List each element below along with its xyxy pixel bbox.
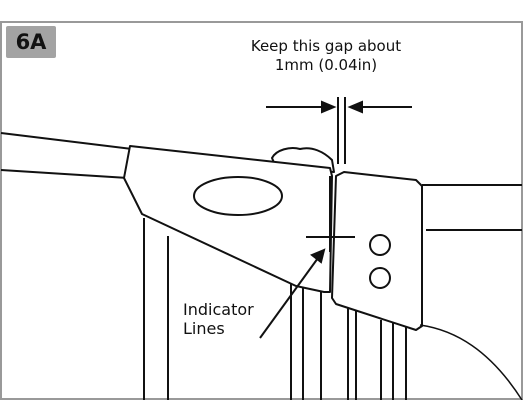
indicator-arrow: [259, 248, 326, 339]
vertical-bars: [143, 218, 407, 400]
indicator-callout-line2: Lines: [183, 319, 225, 338]
gap-callout-line1: Keep this gap about: [250, 37, 402, 55]
indicator-line-mark: [306, 176, 355, 252]
latch-slot: [193, 176, 283, 216]
gap-callout: Keep this gap about 1mm (0.04in): [196, 37, 456, 75]
cord-line: [419, 324, 523, 400]
gap-guide-lines: [337, 97, 346, 164]
left-latch-housing: [123, 145, 333, 293]
indicator-callout: Indicator Lines: [183, 300, 303, 338]
gap-arrow-left: [266, 100, 337, 114]
screw-hole-top: [369, 234, 391, 256]
screw-hole-bottom: [369, 267, 391, 289]
gap-callout-line2: 1mm (0.04in): [274, 56, 378, 74]
frame-border: [0, 21, 523, 400]
gap-arrow-right: [347, 100, 412, 114]
step-badge: 6A: [6, 26, 56, 58]
left-top-rail: [0, 132, 133, 179]
indicator-callout-line1: Indicator: [183, 300, 254, 319]
right-top-rail: [422, 184, 522, 231]
